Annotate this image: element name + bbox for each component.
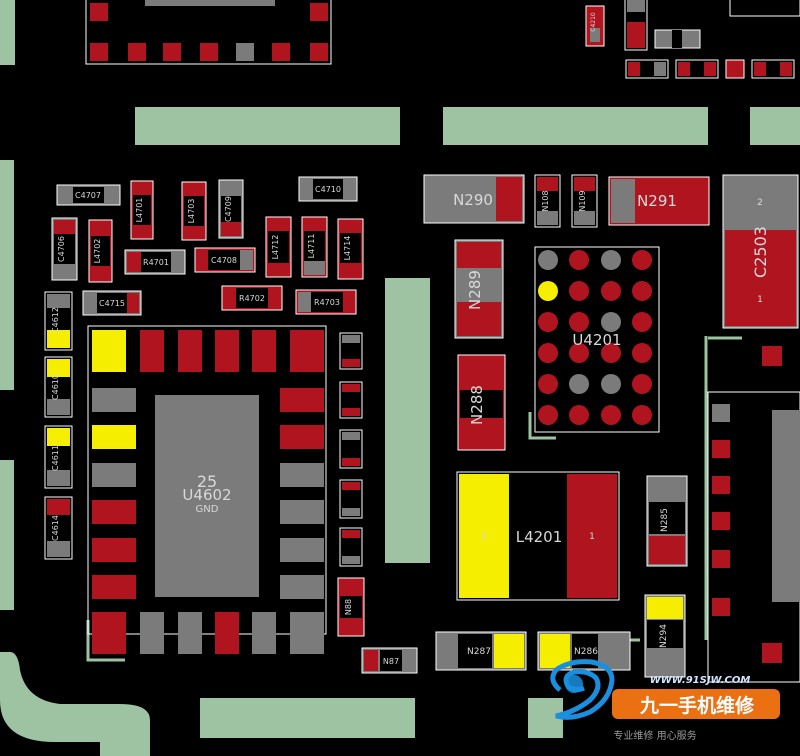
c4709-label: C4709 (224, 196, 233, 222)
comp-l4201[interactable]: 2 1 L4201 (456, 471, 620, 601)
comp-c4706[interactable]: C4706 (51, 217, 78, 281)
comp-l4701[interactable]: L4701 (130, 180, 154, 240)
comp-c4707[interactable]: C4707 (56, 184, 121, 206)
c2503-label: C2503 (751, 226, 770, 278)
c4611-label: C4611 (51, 445, 60, 471)
top-left-ic (85, 0, 332, 65)
brand-logo-icon (550, 659, 615, 720)
comp-n291[interactable]: N291 (608, 176, 710, 226)
c4612-label: C4612 (51, 307, 60, 333)
comp-n294[interactable]: N294 (644, 594, 686, 678)
comp-c2503[interactable]: 2 1 C2503 (722, 174, 799, 329)
comp-u4201[interactable]: U4201 (534, 246, 660, 433)
comp-c4709[interactable]: C4709 (218, 179, 244, 239)
comp-c4708[interactable]: C4708 (194, 247, 256, 273)
n286-label: N286 (574, 647, 598, 657)
watermark-slogan: 专业维修 用心服务 (613, 729, 696, 742)
comp-n109[interactable]: N109 (571, 174, 598, 228)
c4610-label: C4610 (51, 374, 60, 400)
comp-r4701[interactable]: R4701 (124, 249, 186, 275)
n288-label: N288 (468, 385, 486, 425)
l4201-pin1-label: 1 (589, 532, 595, 542)
comp-n285[interactable]: N285 (646, 475, 688, 567)
l4701-label: L4701 (135, 198, 144, 223)
n291-label: N291 (637, 192, 677, 210)
l4702-label: L4702 (93, 239, 102, 264)
u4602-pin-label: 25 (197, 472, 217, 491)
u4602-pads (92, 330, 324, 654)
comp-n88[interactable]: N88 (337, 577, 365, 637)
brand-banner (612, 689, 780, 719)
n290-label: N290 (453, 191, 493, 209)
watermark: WWW.91SJW.COM 九一手机维修 专业维修 用心服务 (550, 659, 780, 742)
comp-n286[interactable]: N286 (537, 631, 631, 671)
comp-c4715[interactable]: C4715 (82, 290, 142, 316)
l4714-label: L4714 (343, 236, 352, 261)
n294-label: N294 (659, 624, 669, 648)
comp-l4702[interactable]: L4702 (88, 219, 113, 283)
c4710-label: C4710 (315, 185, 341, 194)
comp-n289[interactable]: N289 (454, 239, 504, 339)
r4703-label: R4703 (314, 298, 340, 307)
comp-u4602[interactable]: 25 U4602 GND (87, 325, 327, 654)
comp-c4710[interactable]: C4710 (298, 176, 358, 202)
u4201-balls (538, 250, 652, 425)
l4703-label: L4703 (187, 199, 196, 224)
u4602-label: U4602 (182, 486, 231, 504)
comp-c4610[interactable]: C4610 (44, 356, 73, 418)
comp-l4711[interactable]: L4711 (301, 216, 328, 278)
comp-n290[interactable]: N290 (423, 174, 525, 224)
small-parts-column (339, 332, 363, 567)
n108-label: N108 (541, 190, 550, 211)
r4701-label: R4701 (143, 258, 169, 267)
u4602-net-label: GND (196, 504, 219, 515)
r4702-label: R4702 (239, 294, 265, 303)
comp-c4611[interactable]: C4611 (44, 425, 73, 489)
comp-n288[interactable]: N288 (457, 354, 506, 451)
comp-c4612[interactable]: C4612 (44, 291, 73, 351)
c4715-label: C4715 (99, 299, 125, 308)
comp-c4614[interactable]: C4614 (44, 496, 73, 560)
c4706-label: C4706 (57, 236, 66, 262)
l4712-label: L4712 (271, 235, 280, 260)
l4201-pin2-label: 2 (481, 532, 487, 542)
n289-label: N289 (466, 270, 484, 310)
n287-label: N287 (467, 647, 491, 657)
comp-r4703[interactable]: R4703 (295, 289, 357, 315)
n109-label: N109 (578, 190, 587, 211)
u4201-label: U4201 (572, 331, 621, 349)
comp-l4703[interactable]: L4703 (181, 181, 207, 241)
l4711-label: L4711 (307, 234, 316, 259)
c4210-label: C4210 (590, 12, 597, 32)
u4602-thermal-pad (155, 395, 259, 597)
watermark-brand: 九一手机维修 (639, 694, 755, 717)
comp-r4702[interactable]: R4702 (221, 285, 283, 311)
c4708-label: C4708 (211, 256, 237, 265)
c2503-pin1-label: 1 (757, 295, 763, 305)
top-right-parts: C4210 (585, 0, 800, 79)
watermark-url: WWW.91SJW.COM (650, 675, 751, 686)
n87-label: N87 (383, 657, 399, 666)
right-connector (707, 346, 800, 683)
n285-label: N285 (660, 508, 670, 532)
c4707-label: C4707 (75, 191, 101, 200)
comp-n108[interactable]: N108 (534, 174, 561, 228)
comp-l4712[interactable]: L4712 (265, 216, 292, 278)
c4614-label: C4614 (51, 515, 60, 541)
comp-n287[interactable]: N287 (435, 631, 527, 671)
n88-label: N88 (344, 599, 353, 615)
l4201-label: L4201 (516, 528, 563, 546)
comp-n87[interactable]: N87 (361, 647, 418, 674)
comp-l4714[interactable]: L4714 (337, 218, 364, 280)
c2503-pin2-label: 2 (757, 198, 763, 208)
